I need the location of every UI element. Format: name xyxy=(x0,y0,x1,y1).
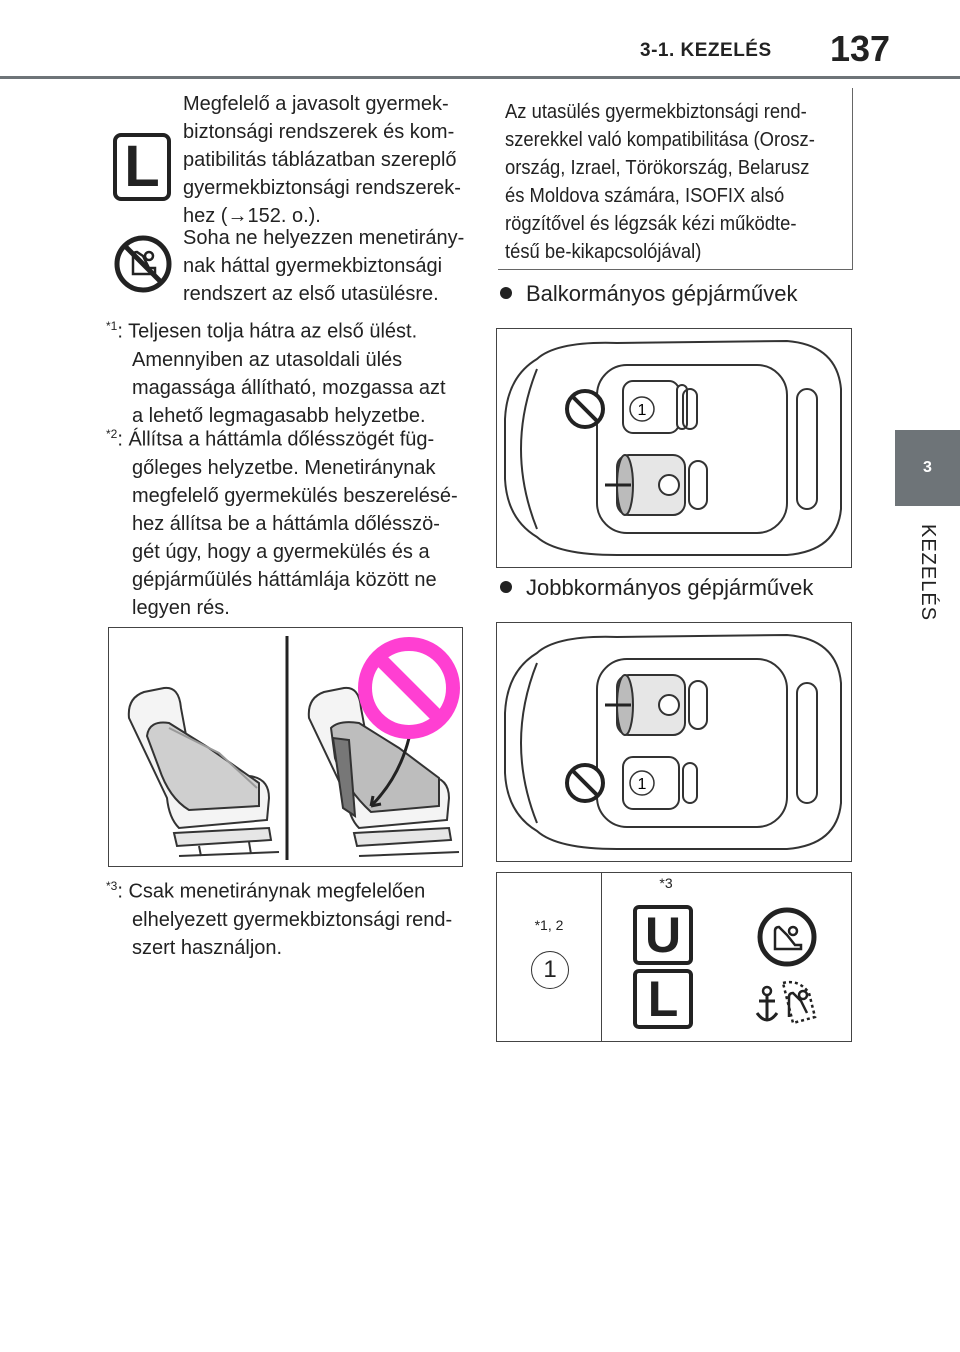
footnote-1: *1: Teljesen tolja hátra az első ülést. … xyxy=(106,319,446,427)
legend-table: *1, 2 1 *3 U L xyxy=(496,872,852,1042)
bullet-icon xyxy=(500,581,512,594)
heading-line: Az utasülés gyermekbiztonsági rend- xyxy=(505,101,807,123)
compatibility-heading: Az utasülés gyermekbiztonsági rend- szer… xyxy=(505,98,822,266)
chapter-tab-label: KEZELÉS xyxy=(917,524,939,622)
rhd-car-svg: 1 xyxy=(504,633,842,850)
seat-illustration-svg xyxy=(127,636,460,860)
seat-number: 1 xyxy=(638,776,647,793)
heading-line: és Moldova számára, ISOFIX alsó xyxy=(505,185,785,207)
page-number: 137 xyxy=(830,28,891,69)
chapter-number: 3 xyxy=(923,459,932,476)
footnote-3: *3: Csak menetiránynak megfelelően elhel… xyxy=(106,879,453,959)
item-l-line: hez (→152. o.). xyxy=(183,205,321,227)
legend-divider xyxy=(601,873,602,1041)
legend-col1-number: 1 xyxy=(531,951,569,989)
universal-u-icon: U xyxy=(633,905,693,965)
heading-line: szerekkel való kompatibilitása (Orosz- xyxy=(505,129,815,151)
footnote-mark: *2 xyxy=(106,427,118,441)
seat-recline-illustration xyxy=(108,627,463,867)
universal-l-icon: L xyxy=(113,133,171,201)
item-l-line: gyermekbiztonsági rendszerek- xyxy=(183,177,461,199)
item-no-line: Soha ne helyezzen menetirány- xyxy=(183,227,465,249)
section-title: 3-1. KEZELÉS xyxy=(640,40,772,61)
heading-line: tésű be-kikapcsolójával) xyxy=(505,241,702,263)
item-l-text: Megfelelő a javasolt gyermek- biztonsági… xyxy=(183,90,483,230)
header-rule xyxy=(0,76,960,79)
rhd-heading: Jobbkormányos gépjárművek xyxy=(500,574,813,602)
isofix-anchor-icon xyxy=(755,980,817,1025)
no-rear-facing-icon xyxy=(114,235,172,293)
lhd-car-diagram: 1 xyxy=(496,328,852,568)
legend-col1-note: *1, 2 xyxy=(534,917,564,933)
footnote-mark: *3 xyxy=(106,879,118,893)
rhd-car-diagram: 1 xyxy=(496,622,852,862)
lhd-car-svg: 1 xyxy=(504,339,842,556)
legend-col2-note: *3 xyxy=(659,875,673,891)
heading-line: rögzítővel és légzsák kézi működte- xyxy=(505,213,797,235)
heading-line: ország, Izrael, Törökország, Belarusz xyxy=(505,157,810,179)
chapter-tab: 3 xyxy=(895,430,960,506)
item-no-line: nak háttal gyermekbiztonsági xyxy=(183,255,443,277)
item-l-line: Megfelelő a javasolt gyermek- xyxy=(183,93,449,115)
item-l-line: biztonsági rendszerek és kom- xyxy=(183,121,455,143)
seat-number: 1 xyxy=(638,402,647,419)
compatibility-heading-box xyxy=(498,88,853,270)
item-l-line: patibilitás táblázatban szereplő xyxy=(183,149,457,171)
footnote-mark: *1 xyxy=(106,319,118,333)
child-seat-icon xyxy=(757,907,817,967)
universal-l-icon: L xyxy=(633,969,693,1029)
footnote-2: *2: Állítsa a háttámla dőlésszögét füg- … xyxy=(106,427,458,619)
lhd-heading: Balkormányos gépjárművek xyxy=(500,280,797,308)
item-no-text: Soha ne helyezzen menetirány- nak háttal… xyxy=(183,224,483,308)
bullet-icon xyxy=(500,287,512,300)
item-no-line: rendszert az első utasülésre. xyxy=(183,283,439,305)
chapter-tab-label-box: KEZELÉS xyxy=(895,518,960,628)
